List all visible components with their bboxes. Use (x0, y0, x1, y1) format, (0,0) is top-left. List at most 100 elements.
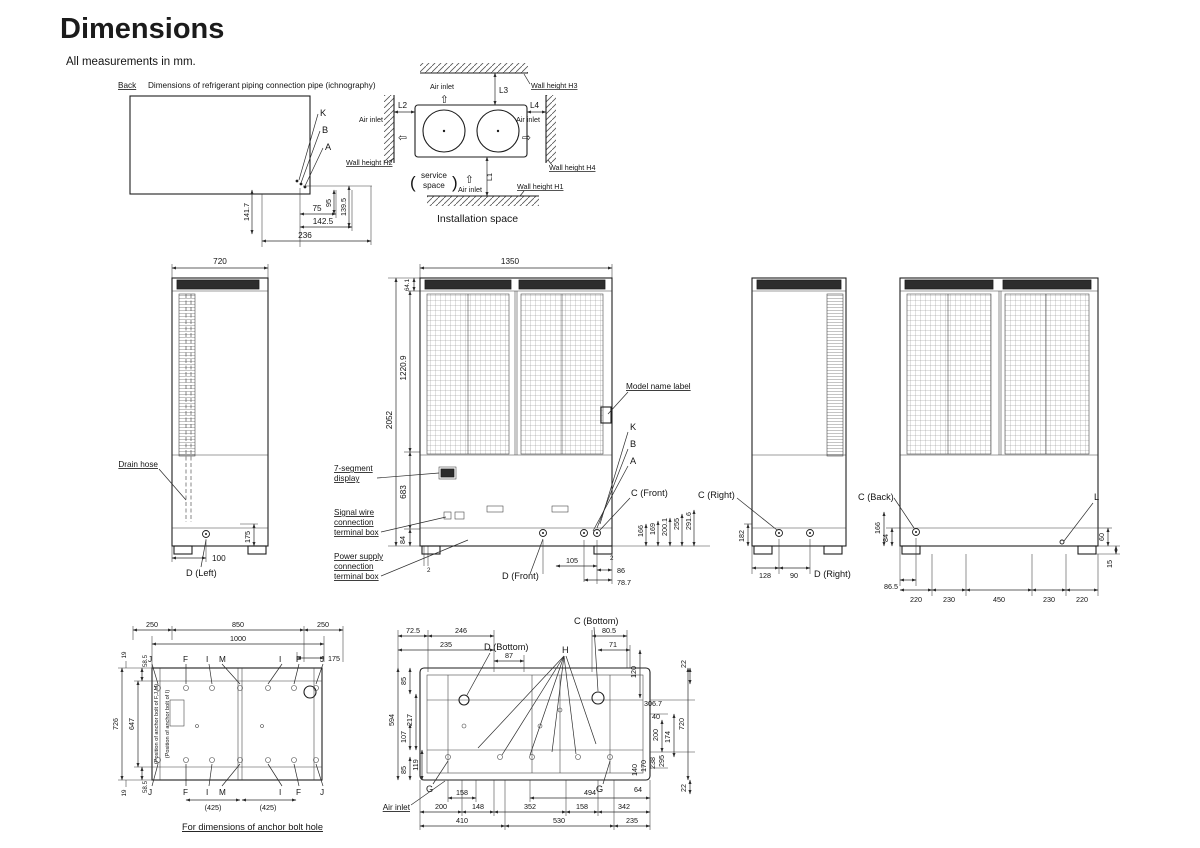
piping-caption: Dimensions of refrigerant piping connect… (148, 81, 376, 90)
back-label: Back (118, 81, 137, 90)
wall-height-h4-label: Wall height H4 (549, 163, 595, 172)
dim-84-back: 84 (881, 534, 890, 542)
g-label-right: G (596, 784, 603, 794)
page-header: Dimensions All measurements in mm. (60, 13, 224, 68)
br-dim-720: 720 (677, 718, 686, 730)
pipe-dim-291-6: 291.6 (684, 512, 693, 530)
dim-100: 100 (212, 554, 226, 563)
plan-left-dim-726: 726 (111, 718, 120, 730)
base-frame-outline (151, 667, 323, 781)
dim-105: 105 (566, 556, 578, 565)
dim-15: 15 (1105, 560, 1114, 568)
model-name-plate (600, 406, 612, 424)
bolt-label-top-i2: I (279, 655, 281, 664)
g-label-left: G (426, 784, 433, 794)
model-name-label: Model name label (626, 382, 691, 391)
c-front-label: C (Front) (631, 488, 668, 498)
row2-dim-158: 158 (576, 802, 588, 811)
air-inlet-arrow-right-icon: ⇨ (522, 132, 531, 144)
plan-left-dim-58-5-top: 58.5 (142, 654, 149, 667)
left-side-view: 720 Drain hose D (Left) 100 175 (118, 257, 269, 578)
service-space-paren-right: ) (452, 173, 458, 192)
bolt-label-top-j2: J (320, 655, 324, 664)
pipe-dim-166: 166 (636, 525, 645, 537)
air-inlet-label-left: Air inlet (359, 115, 383, 124)
back-bottom-dim-3: 450 (993, 595, 1005, 604)
bolt-label-bot-i1: I (206, 788, 208, 797)
br-dim-306-7: 306.7 (644, 699, 662, 708)
pipe-point-a: A (325, 142, 332, 152)
plan-dim-175: 175 (328, 654, 340, 663)
dim-235: 235 (440, 640, 452, 649)
plan-dim-250-left: 250 (146, 620, 158, 629)
position-note-fjm: (Position of anchor bolt of F,J,M) (154, 684, 160, 764)
back-view: C (Back) L 166 84 86.5 220 230 450 230 2… (858, 277, 1120, 604)
plan-left-dim-19-top: 19 (121, 651, 128, 658)
bolt-label-bot-f1: F (183, 788, 188, 797)
bl-dim-217: 217 (405, 714, 414, 726)
air-inlet-arrow-up-bottom-icon: ⇧ (465, 174, 474, 186)
dim-683: 683 (399, 485, 408, 499)
back-view-outline (899, 277, 1099, 547)
dim-64-1: 64.1 (404, 278, 411, 291)
fan-left (422, 109, 466, 153)
seven-segment-display (440, 468, 455, 478)
signal-box-label-1: Signal wire (334, 508, 374, 517)
bolt-label-bot-i2: I (279, 788, 281, 797)
bl-dim-107: 107 (399, 731, 408, 743)
dim-80-5: 80.5 (602, 626, 616, 635)
dim-425-left: (425) (205, 803, 222, 812)
anchor-plan-caption: For dimensions of anchor bolt hole (182, 822, 323, 832)
bl-dim-119: 119 (411, 759, 420, 770)
back-bottom-dim-1: 220 (910, 595, 922, 604)
bl-dim-594: 594 (387, 714, 396, 726)
h-points-label: H (562, 645, 569, 655)
dim-1350: 1350 (501, 257, 520, 266)
power-box-label-2: connection (334, 562, 374, 571)
air-inlet-bottom-view-label: Air inlet (383, 803, 411, 812)
dim-2: 2 (610, 555, 614, 562)
dim-139-5: 139.5 (339, 198, 348, 216)
back-coil-grille-right (1004, 293, 1090, 455)
right-view-outline (751, 277, 847, 547)
right-side-view: C (Right) 182 128 90 D (Right) (698, 277, 851, 580)
pipe-point-b: B (322, 125, 328, 135)
c-right-label: C (Right) (698, 490, 735, 500)
row1-dim-158: 158 (456, 788, 468, 797)
wall-height-h3-label: Wall height H3 (531, 81, 577, 90)
l-point-label: L (1094, 492, 1099, 502)
back-bottom-dim-2: 230 (943, 595, 955, 604)
dim-2052: 2052 (385, 410, 394, 429)
dim-166-back: 166 (873, 522, 882, 534)
fan-right (476, 109, 520, 153)
d-left-label: D (Left) (186, 568, 217, 578)
row3-dim-530: 530 (553, 816, 565, 825)
br-dim-200: 200 (651, 729, 660, 741)
bottom-wall-hatch (427, 196, 539, 206)
c-bottom-label: C (Bottom) (574, 616, 618, 626)
d-front-label: D (Front) (502, 571, 539, 581)
signal-box-label-2: connection (334, 518, 374, 527)
plan-dim-850: 850 (232, 620, 244, 629)
bl-dim-85-top: 85 (399, 677, 408, 685)
dim-246: 246 (455, 626, 467, 635)
pipe-point-b-front: B (630, 439, 636, 449)
bolt-label-top-i1: I (206, 655, 208, 664)
dim-2-left: 2 (427, 567, 431, 574)
dim-71: 71 (609, 640, 617, 649)
row3-dim-235: 235 (626, 816, 638, 825)
pipe-point-k: K (320, 108, 327, 118)
dim-l1: L1 (485, 173, 494, 181)
side-coil-fins-right (826, 293, 844, 457)
back-bottom-dim-4: 230 (1043, 595, 1055, 604)
row1-dim-494: 494 (584, 788, 596, 797)
pipe-dim-200-1: 200.1 (660, 518, 669, 536)
bolt-label-bot-f2: F (296, 788, 301, 797)
top-wall-hatch (420, 63, 528, 73)
piping-section: Back Dimensions of refrigerant piping co… (118, 81, 376, 247)
front-view: 1350 64.1 2052 1220.9 683 84 2 Model nam… (334, 257, 710, 587)
pipe-point-k-front: K (630, 422, 637, 432)
position-note-i: (Position of anchor bolt of I) (165, 690, 171, 759)
pipe-dim-169: 169 (648, 523, 657, 535)
